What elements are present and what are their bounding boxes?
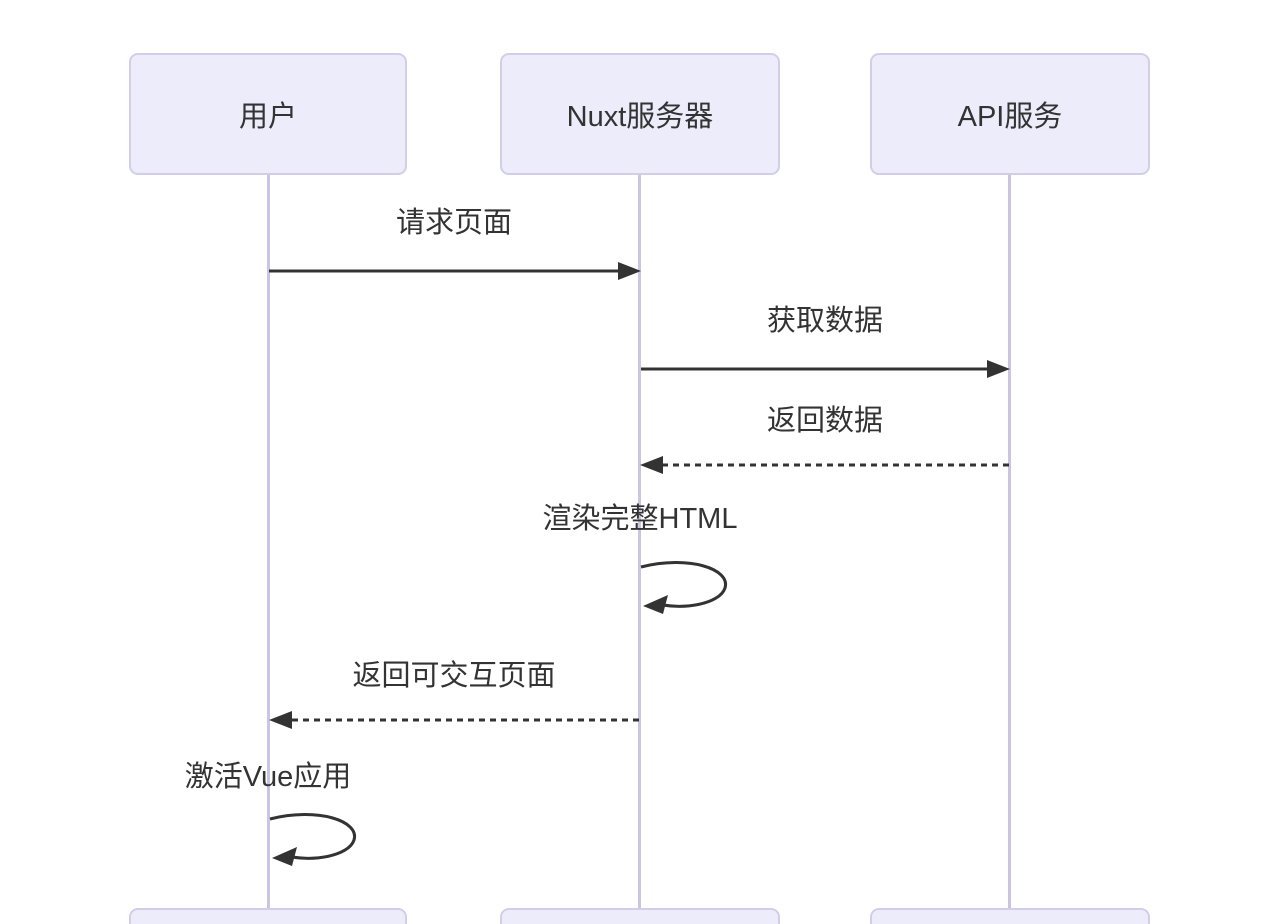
arrowhead-right-icon <box>987 360 1010 378</box>
arrowhead-left-icon <box>272 847 297 866</box>
message-label-return-data: 返回数据 <box>766 405 884 437</box>
arrow-return-data <box>640 456 1009 474</box>
message-label-render-html: 渲染完整HTML <box>542 503 738 535</box>
actor-box-user-bottom <box>129 908 407 924</box>
arrowhead-left-icon <box>269 711 292 729</box>
self-loop-render-html <box>640 561 727 614</box>
actor-box-api-service: API服务 <box>870 53 1150 175</box>
lifeline-api-service <box>1008 175 1011 908</box>
actor-box-api-service-bottom <box>870 908 1150 924</box>
actor-box-nuxt-server-bottom <box>500 908 780 924</box>
actor-label-user: 用户 <box>238 101 297 133</box>
lifeline-nuxt-server <box>638 175 641 908</box>
actor-box-nuxt-server: Nuxt服务器 <box>500 53 780 175</box>
message-label-request-page: 请求页面 <box>395 207 513 239</box>
arrow-return-interactive-page <box>269 711 639 729</box>
actor-label-api-service: API服务 <box>957 101 1063 133</box>
arrowhead-left-icon <box>643 595 668 614</box>
actor-box-user: 用户 <box>129 53 407 175</box>
message-label-return-interactive-page: 返回可交互页面 <box>352 660 556 692</box>
arrowhead-left-icon <box>640 456 663 474</box>
self-loop-activate-vue <box>269 813 356 866</box>
arrow-fetch-data <box>641 360 1010 378</box>
arrow-request-page <box>269 262 641 280</box>
message-label-activate-vue: 激活Vue应用 <box>184 761 352 793</box>
actor-label-nuxt-server: Nuxt服务器 <box>566 101 714 133</box>
lifeline-user <box>267 175 270 908</box>
message-label-fetch-data: 获取数据 <box>766 305 884 337</box>
